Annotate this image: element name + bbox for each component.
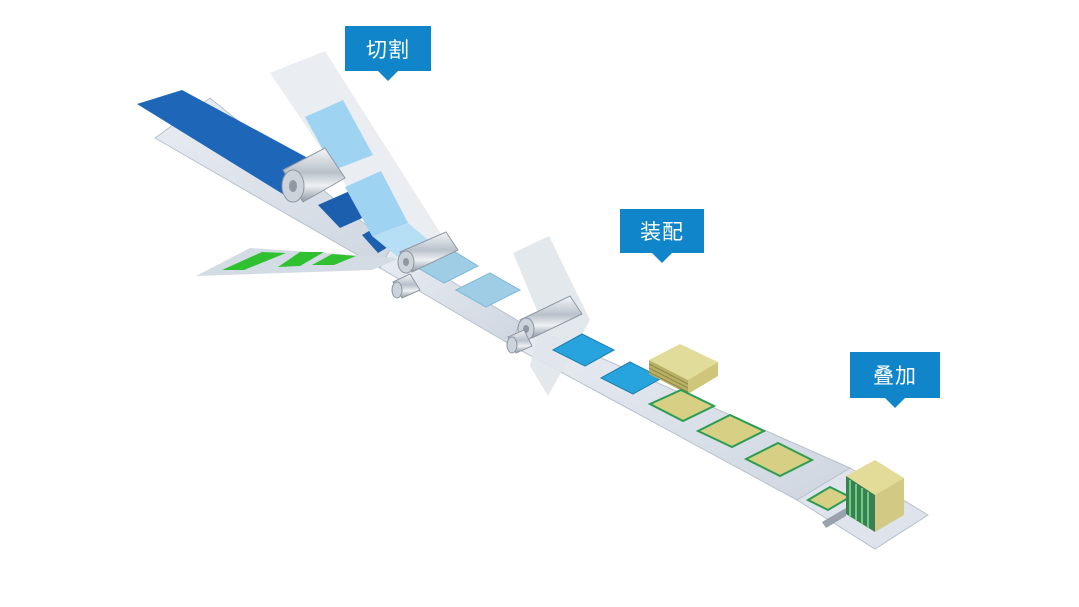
roller-icon xyxy=(281,147,346,203)
callout-assemble: 装配 xyxy=(620,209,704,263)
separator-cells xyxy=(416,249,522,308)
callout-stack: 叠加 xyxy=(850,352,940,408)
electrode-stack xyxy=(648,344,718,394)
roller-icon xyxy=(397,231,459,274)
callout-assemble-label: 装配 xyxy=(640,220,684,244)
roller-icon xyxy=(506,329,533,354)
assembled-plates xyxy=(647,388,853,512)
callout-cut: 切割 xyxy=(345,26,431,81)
callout-pointer xyxy=(378,71,398,81)
callout-pointer xyxy=(885,398,905,408)
callout-pointer xyxy=(652,253,672,263)
stacked-cell-icon xyxy=(822,460,904,532)
cathode-sheet xyxy=(196,248,400,276)
roller-icon xyxy=(391,273,421,299)
callout-cut-label: 切割 xyxy=(366,37,410,62)
callout-stack-label: 叠加 xyxy=(873,364,917,388)
